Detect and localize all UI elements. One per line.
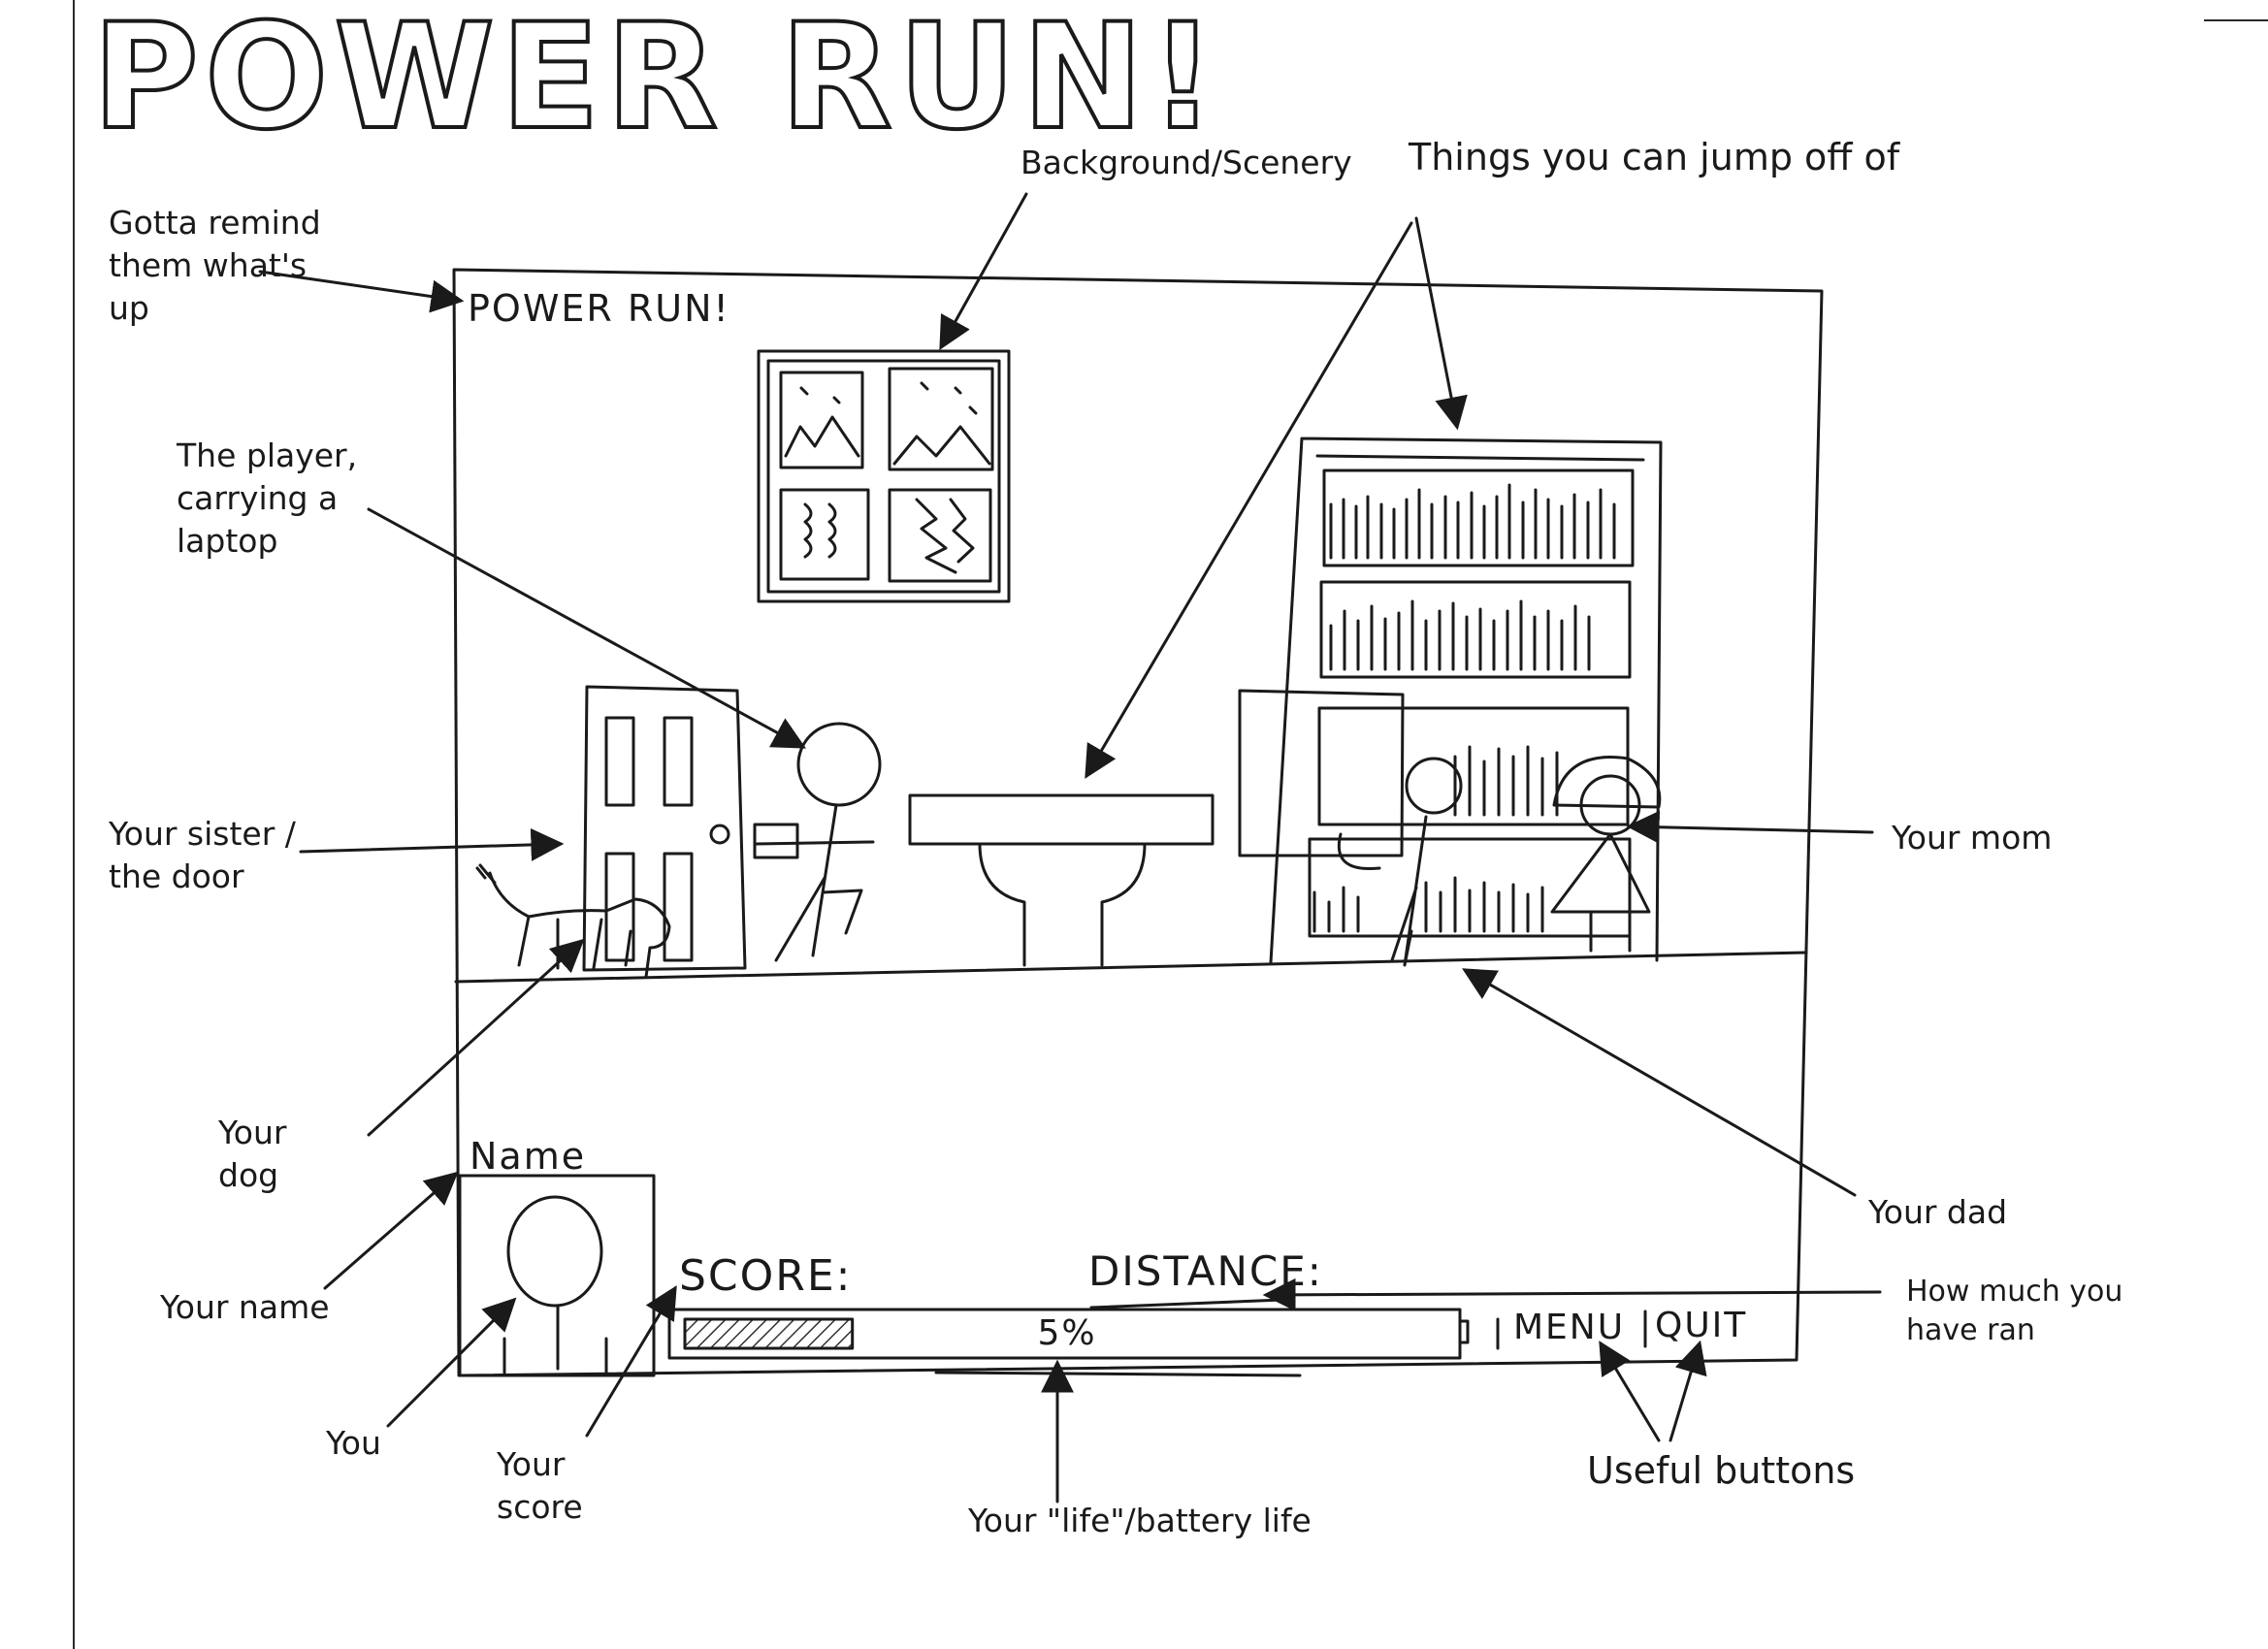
- note-buttons: Useful buttons: [1587, 1449, 1855, 1492]
- arrow-dog: [369, 941, 582, 1135]
- mom-figure: [1552, 758, 1660, 951]
- score-underline: [936, 1373, 1300, 1375]
- note-jump: Things you can jump off of: [1409, 136, 1913, 178]
- note-dog: Your dog: [218, 1112, 335, 1197]
- battery-fill: [685, 1319, 853, 1348]
- menu-button[interactable]: MENU: [1513, 1308, 1625, 1347]
- player-portrait-figure: [504, 1197, 606, 1373]
- note-you: You: [326, 1422, 381, 1465]
- arrow-jump-shelf: [1416, 218, 1457, 427]
- arrow-buttons-menu: [1601, 1343, 1659, 1440]
- dad-figure: [1339, 759, 1461, 965]
- arrow-you: [388, 1300, 514, 1426]
- note-remind: Gotta remind them what's up: [109, 202, 332, 330]
- arrow-dad: [1465, 970, 1855, 1195]
- window-drawing: [759, 351, 1009, 601]
- battery-terminal: [1460, 1321, 1468, 1342]
- door-drawing: [584, 687, 745, 970]
- note-name: Your name: [160, 1286, 330, 1329]
- distance-label: DISTANCE:: [1088, 1247, 1323, 1295]
- screen-title: POWER RUN!: [468, 287, 730, 330]
- note-scenery: Background/Scenery: [1021, 142, 1352, 184]
- arrow-scenery: [941, 194, 1026, 347]
- player-figure: [755, 724, 880, 960]
- arrow-buttons-quit: [1670, 1343, 1700, 1440]
- arrow-name: [325, 1174, 456, 1288]
- floor-line: [456, 953, 1806, 982]
- note-player: The player, carrying a laptop: [177, 435, 371, 563]
- arrow-distance: [1266, 1292, 1880, 1295]
- game-screen-frame: [454, 270, 1822, 1375]
- distance-underline: [1091, 1300, 1282, 1308]
- note-dad: Your dad: [1868, 1191, 2007, 1234]
- quit-button[interactable]: QUIT: [1655, 1306, 1747, 1345]
- arrow-sister: [301, 844, 561, 852]
- note-mom: Your mom: [1892, 817, 2052, 859]
- note-life: Your "life"/battery life: [968, 1500, 1312, 1542]
- dog-drawing: [477, 865, 669, 977]
- note-sister: Your sister / the door: [109, 813, 312, 898]
- arrow-score: [587, 1288, 675, 1436]
- player-name-label: Name: [470, 1135, 586, 1178]
- score-label: SCORE:: [679, 1251, 852, 1301]
- table-drawing: [910, 795, 1213, 965]
- battery-percent: 5%: [1009, 1313, 1125, 1353]
- bookshelf-drawing: [1271, 438, 1661, 962]
- note-score: Your score: [497, 1443, 594, 1529]
- note-distance: How much you have ran: [1906, 1273, 2139, 1350]
- arrow-mom: [1630, 826, 1872, 832]
- laptop-drawing: [1240, 691, 1403, 856]
